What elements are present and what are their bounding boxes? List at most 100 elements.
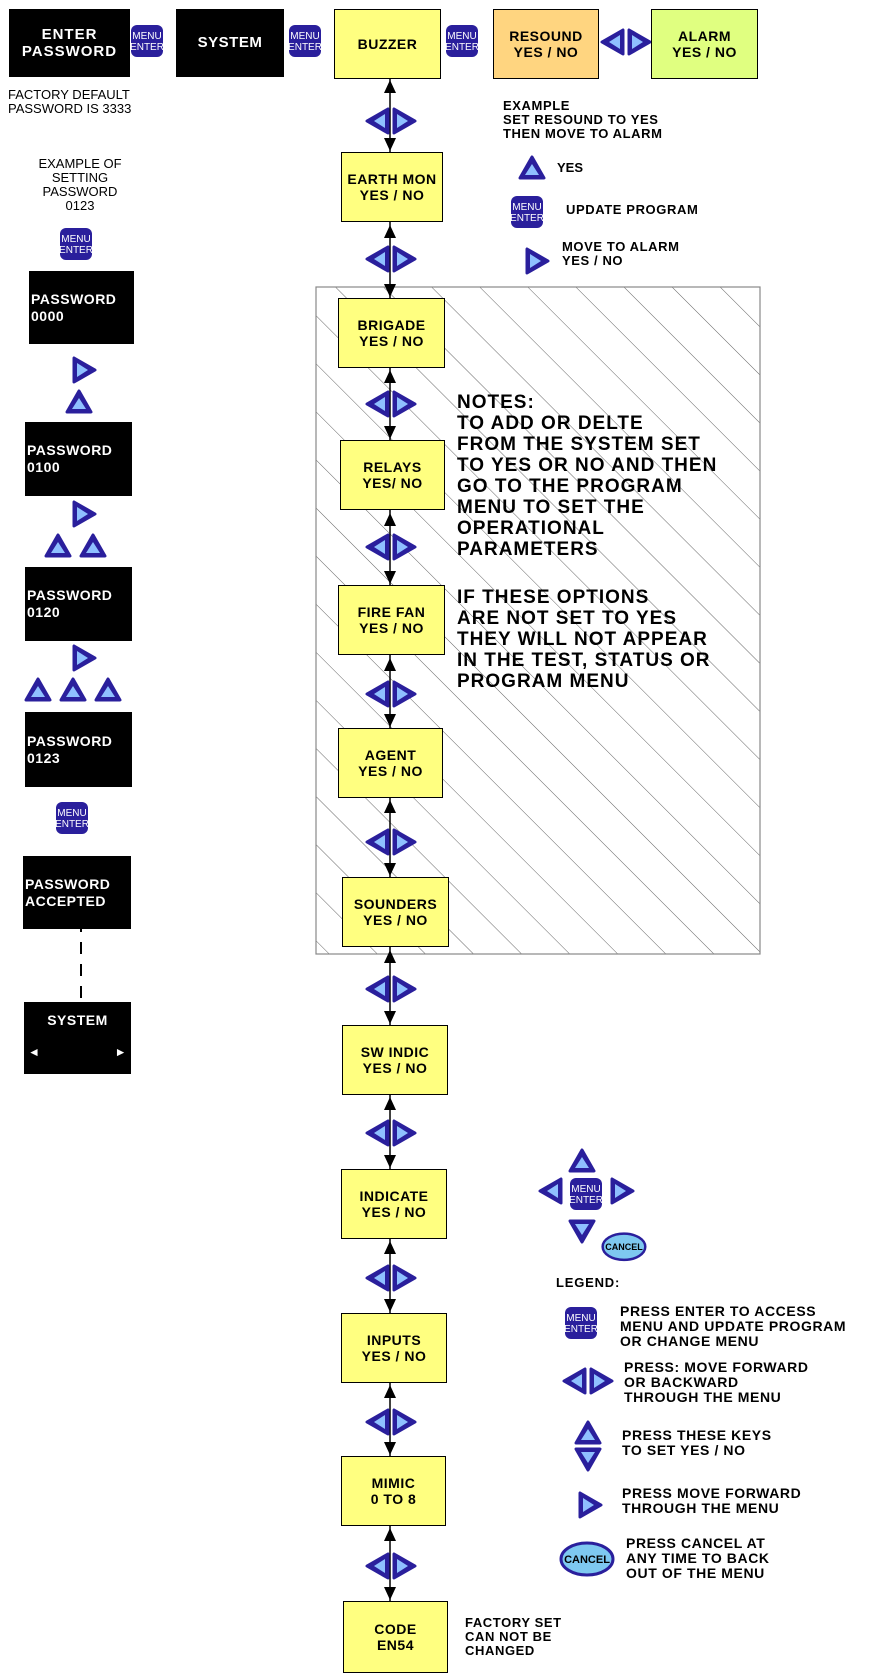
password-example-title: EXAMPLE OF SETTING PASSWORD 0123	[38, 156, 122, 213]
factory-set-note: FACTORY SET CAN NOT BE CHANGED	[465, 1615, 562, 1658]
up-key[interactable]	[65, 389, 93, 415]
password-screen-0120: PASSWORD 0120	[25, 567, 132, 641]
screen-left-arrow: ◄	[28, 1045, 41, 1059]
legend-left-right-text: PRESS: MOVE FORWARD OR BACKWARD THROUGH …	[624, 1359, 809, 1405]
left-right-keys[interactable]	[600, 28, 652, 56]
notes-block-2: IF THESE OPTIONS ARE NOT SET TO YES THEY…	[457, 587, 711, 692]
legend-cancel-text: PRESS CANCEL AT ANY TIME TO BACK OUT OF …	[626, 1535, 770, 1581]
enter-key-text: ENTER	[59, 245, 93, 256]
left-right-keys[interactable]	[365, 1408, 417, 1436]
menu-key-text: MENU	[290, 31, 319, 42]
up-key[interactable]	[59, 677, 87, 703]
alarm-box: ALARM YES / NO	[651, 9, 758, 79]
legend-up-key[interactable]	[574, 1420, 602, 1446]
password-screen-0000: PASSWORD 0000	[29, 271, 134, 344]
left-right-keys[interactable]	[365, 680, 417, 708]
arrowhead-up	[384, 1528, 396, 1541]
agent-box: AGENT YES / NO	[338, 728, 443, 798]
arrowhead-down	[384, 426, 396, 439]
enter-key-text: ENTER	[445, 42, 479, 53]
keypad-left-key[interactable]	[538, 1177, 564, 1205]
password-screen-0100: PASSWORD 0100	[25, 422, 132, 496]
up-key[interactable]	[94, 677, 122, 703]
right-key[interactable]	[71, 644, 97, 672]
menu-key-text: MENU	[61, 234, 90, 245]
left-right-keys[interactable]	[365, 828, 417, 856]
left-right-keys[interactable]	[365, 533, 417, 561]
example-update-label: UPDATE PROGRAM	[566, 202, 699, 217]
left-right-keys[interactable]	[365, 107, 417, 135]
password-screen-0123: PASSWORD 0123	[25, 712, 132, 787]
menu-key-text: MENU	[447, 31, 476, 42]
example-move-label: MOVE TO ALARM YES / NO	[562, 239, 680, 268]
left-right-keys[interactable]	[365, 390, 417, 418]
mimic-box: MIMIC 0 TO 8	[341, 1456, 446, 1526]
legend-cancel-key[interactable]: CANCEL	[559, 1541, 615, 1577]
enter-key-text: ENTER	[510, 213, 544, 224]
cancel-key-text: CANCEL	[564, 1554, 610, 1566]
arrowhead-up	[384, 513, 396, 526]
arrowhead-down	[384, 1587, 396, 1600]
indicate-box: INDICATE YES / NO	[341, 1169, 447, 1239]
example-resound-title: EXAMPLE SET RESOUND TO YES THEN MOVE TO …	[503, 98, 663, 141]
up-key[interactable]	[44, 533, 72, 559]
enter-key-text: ENTER	[55, 819, 89, 830]
enter-password-screen: ENTER PASSWORD	[9, 9, 130, 77]
left-right-keys[interactable]	[365, 975, 417, 1003]
arrowhead-down	[384, 284, 396, 297]
keypad-cancel-key[interactable]: CANCEL	[601, 1232, 647, 1262]
arrowhead-up	[384, 658, 396, 671]
left-right-keys[interactable]	[365, 1264, 417, 1292]
system-screen: SYSTEM	[176, 9, 284, 77]
arrowhead-up	[384, 225, 396, 238]
legend-right-key[interactable]	[577, 1491, 603, 1519]
system-screen-label: SYSTEM	[47, 1012, 108, 1028]
menu-key-text: MENU	[512, 202, 541, 213]
right-key[interactable]	[71, 356, 97, 384]
sounders-box: SOUNDERS YES / NO	[342, 877, 449, 947]
up-key[interactable]	[518, 155, 546, 181]
password-accepted-screen: PASSWORD ACCEPTED	[23, 856, 131, 929]
legend-left-right-keys[interactable]	[562, 1367, 614, 1395]
legend-up-down-text: PRESS THESE KEYS TO SET YES / NO	[622, 1427, 772, 1458]
brigade-box: BRIGADE YES / NO	[338, 298, 445, 368]
keypad-down-key[interactable]	[568, 1218, 596, 1244]
arrowhead-down	[384, 863, 396, 876]
arrowhead-down	[384, 1442, 396, 1455]
system-screen-final: SYSTEM ◄ ►	[24, 1002, 131, 1074]
keypad-up-key[interactable]	[568, 1148, 596, 1174]
right-key[interactable]	[524, 247, 550, 275]
up-key[interactable]	[79, 533, 107, 559]
left-right-keys[interactable]	[365, 245, 417, 273]
menu-key-text: MENU	[132, 31, 161, 42]
arrowhead-up	[384, 80, 396, 93]
relays-box: RELAYS YES/ NO	[340, 440, 445, 510]
factory-default-note: FACTORY DEFAULT PASSWORD IS 3333	[8, 87, 132, 116]
enter-key-text: ENTER	[564, 1324, 598, 1335]
resound-box: RESOUND YES / NO	[493, 9, 599, 79]
keypad-right-key[interactable]	[609, 1177, 635, 1205]
menu-key-text: MENU	[566, 1313, 595, 1324]
up-key[interactable]	[24, 677, 52, 703]
legend-enter-text: PRESS ENTER TO ACCESS MENU AND UPDATE PR…	[620, 1303, 847, 1349]
menu-key-text: MENU	[571, 1184, 600, 1195]
arrowhead-up	[384, 1385, 396, 1398]
fire-fan-box: FIRE FAN YES / NO	[338, 585, 445, 655]
legend-down-key[interactable]	[574, 1446, 602, 1472]
left-right-keys[interactable]	[365, 1552, 417, 1580]
screen-right-arrow: ►	[114, 1045, 127, 1059]
arrowhead-up	[384, 370, 396, 383]
arrowhead-up	[384, 950, 396, 963]
right-key[interactable]	[71, 500, 97, 528]
left-right-keys[interactable]	[365, 1119, 417, 1147]
